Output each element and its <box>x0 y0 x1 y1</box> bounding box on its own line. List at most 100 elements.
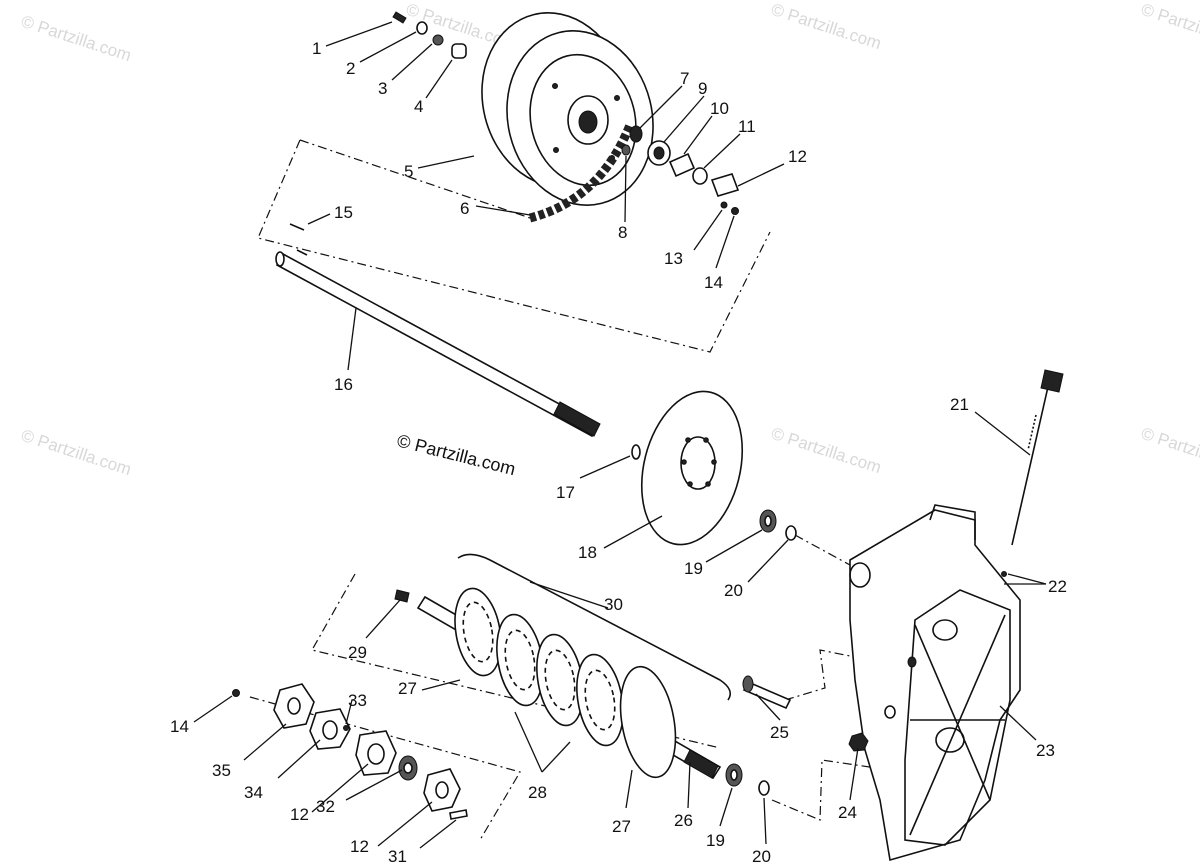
leader-21 <box>974 411 1031 456</box>
leader-12b <box>311 763 369 813</box>
chaincase-housing <box>849 369 1064 862</box>
leader-14 <box>715 215 735 269</box>
callout-6: 6 <box>460 199 469 218</box>
callout-26: 26 <box>674 811 693 830</box>
bolt-33 <box>343 725 349 731</box>
leader-7 <box>639 85 683 129</box>
callout-25: 25 <box>770 723 789 742</box>
shaft-splines <box>553 401 601 437</box>
key-8 <box>621 144 631 156</box>
callout-12c: 12 <box>350 837 369 856</box>
callout-19: 19 <box>684 559 703 578</box>
callout-10: 10 <box>710 99 729 118</box>
bolt-31 <box>449 809 468 820</box>
leader-6 <box>475 205 531 216</box>
drum-bolt-hole <box>614 95 620 101</box>
housing-rib-b <box>909 614 1006 836</box>
seal-7 <box>629 125 643 143</box>
leader-11 <box>703 133 741 169</box>
leader-18 <box>603 515 663 549</box>
callout-13: 13 <box>664 249 683 268</box>
flange-12-lower <box>355 730 397 776</box>
housing-rib-a <box>914 624 991 801</box>
housing-port <box>935 727 965 753</box>
leader-28a <box>514 711 543 773</box>
shaft-pin-hole <box>296 249 308 256</box>
plate-34 <box>309 708 351 750</box>
sprocket-teeth <box>584 669 616 731</box>
flange-12 <box>710 173 740 197</box>
spacer-4 <box>451 43 467 59</box>
bracket-30 <box>457 553 731 701</box>
leader-24 <box>849 747 859 801</box>
leader-30 <box>529 581 609 609</box>
callout-24: 24 <box>838 803 857 822</box>
leader-20b <box>763 797 767 845</box>
sprocket-27-right <box>619 665 677 779</box>
callout-17: 17 <box>556 483 575 502</box>
disc-hole <box>681 459 687 465</box>
callout-18: 18 <box>578 543 597 562</box>
callout-8: 8 <box>618 223 627 242</box>
rod-21-thread <box>1027 414 1037 451</box>
callout-30: 30 <box>604 595 623 614</box>
leader-9 <box>663 95 705 143</box>
watermark: © Partzilla.com <box>1139 424 1200 477</box>
upper-right-parts <box>621 125 740 215</box>
nut-14 <box>731 207 739 215</box>
leader-27a <box>421 679 461 691</box>
leader-19b <box>719 787 733 827</box>
sprocket-drum <box>481 12 654 223</box>
sprocket-teeth <box>462 601 494 663</box>
callout-19b: 19 <box>706 831 725 850</box>
sprocket-teeth <box>504 629 536 691</box>
watermark: © Partzilla.com <box>19 426 134 479</box>
washer-3 <box>432 34 444 46</box>
nut-24 <box>848 732 869 752</box>
callout-11: 11 <box>738 117 756 136</box>
brake-bearing-boundary <box>794 534 851 566</box>
shaft-end <box>275 251 285 267</box>
callout-21: 21 <box>950 395 969 414</box>
drive-shaft-assembly <box>394 553 731 780</box>
shaft-16 <box>275 252 600 438</box>
callout-1: 1 <box>312 39 321 58</box>
callout-33: 33 <box>348 691 367 710</box>
clip-22 <box>1001 571 1007 577</box>
shaft-26-splines <box>683 749 719 779</box>
leader-25 <box>755 693 781 721</box>
leader-27b <box>625 769 633 809</box>
housing-boss <box>849 562 871 588</box>
bearing-32-bore <box>403 762 413 774</box>
callout-14: 14 <box>704 273 723 292</box>
flange-12-outer <box>423 768 461 812</box>
rod-21-head <box>1040 369 1064 393</box>
rod-21 <box>1011 377 1051 546</box>
drum-inner-ring <box>529 53 637 187</box>
leader-8 <box>624 155 627 223</box>
watermark: © Partzilla.com <box>769 424 884 477</box>
drum-bolt-hole <box>552 83 558 89</box>
watermark: © Partzilla.com <box>19 12 134 65</box>
callout-27: 27 <box>398 679 417 698</box>
leader-3 <box>391 43 433 81</box>
callout-35: 35 <box>212 761 231 780</box>
disc-hole <box>703 437 709 443</box>
disc-hole <box>705 481 711 487</box>
flange-35-bore <box>287 697 301 715</box>
leader-1 <box>325 21 393 47</box>
callout-9: 9 <box>698 79 707 98</box>
callout-2: 2 <box>346 59 355 78</box>
housing-hole <box>907 656 917 668</box>
housing-port <box>932 619 958 641</box>
leader-17 <box>579 455 631 479</box>
callout-7: 7 <box>680 69 689 88</box>
callout-4: 4 <box>414 97 423 116</box>
copyright-notice: © Partzilla.com <box>395 430 518 479</box>
callout-22: 22 <box>1048 577 1067 596</box>
callout-28: 28 <box>528 783 547 802</box>
callout-3: 3 <box>378 79 387 98</box>
leader-34 <box>277 739 321 779</box>
callout-23: 23 <box>1036 741 1055 760</box>
callout-32: 32 <box>316 797 335 816</box>
